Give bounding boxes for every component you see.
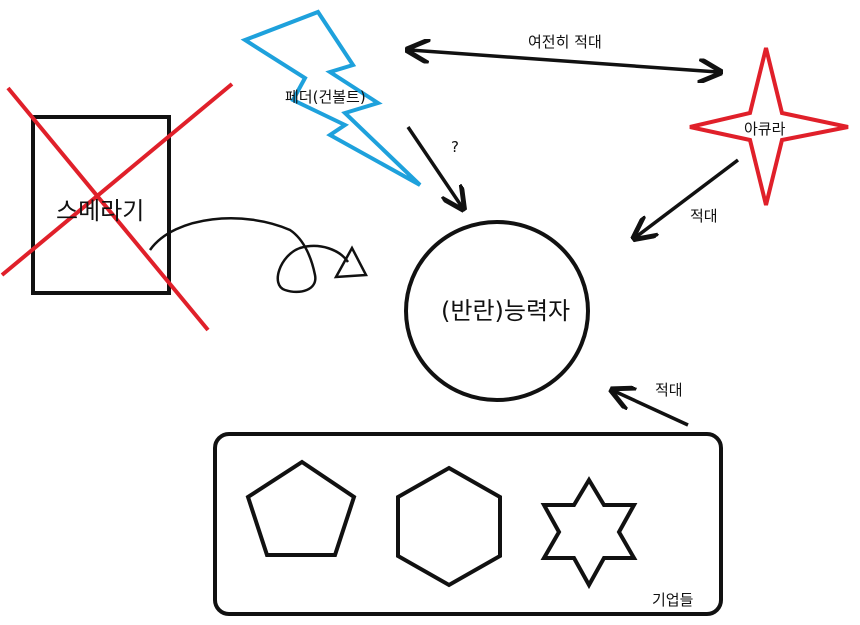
pentagon-icon (245, 459, 357, 557)
akyura-hostile-label: 적대 (690, 207, 718, 225)
cross-line-1 (6, 86, 210, 332)
feder-label: 페더(건볼트) (285, 88, 366, 106)
still-hostile-arrow (410, 50, 718, 72)
hexagram-icon (540, 476, 638, 590)
cross-line-2 (0, 82, 234, 277)
akyura-to-rebel-arrow (636, 158, 740, 237)
akyura-star-icon (689, 47, 849, 206)
corp-to-rebel-arrow (614, 391, 689, 427)
feder-lightning-icon (240, 9, 422, 187)
rebel-ellipse (404, 220, 590, 402)
corporations-label: 기업들 (652, 591, 694, 609)
akyura-label: 아큐라 (744, 120, 786, 138)
corp-hostile-label: 적대 (655, 381, 683, 399)
scribble-triangle (333, 245, 368, 279)
rebel-label: (반란)능력자 (441, 297, 571, 325)
question-label: ? (451, 138, 459, 156)
still-hostile-label: 여전히 적대 (528, 33, 602, 51)
corporations-box (213, 432, 723, 616)
hexagon-icon (396, 465, 502, 588)
feder-to-rebel-arrow (406, 126, 462, 207)
scribble-connector (148, 217, 350, 294)
smerargi-box (31, 115, 171, 295)
smerargi-label: 스메라기 (56, 197, 145, 225)
